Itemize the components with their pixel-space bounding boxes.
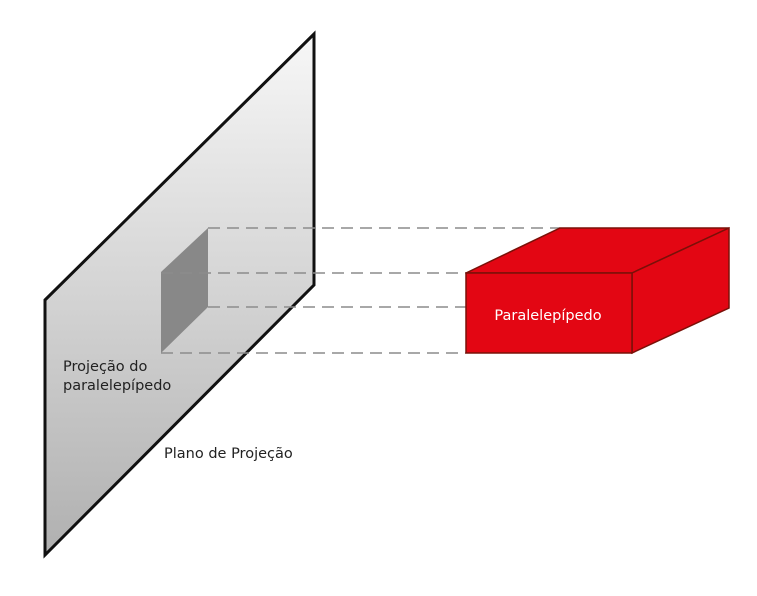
projected-shape	[161, 228, 208, 353]
projection-label-line2: paralelepípedo	[63, 378, 171, 394]
projection-label-line1: Projeção do	[63, 359, 147, 375]
parallelepiped	[465, 226, 730, 355]
box-front-face	[465, 272, 633, 354]
projection-lines	[161, 227, 560, 354]
plane-label: Plano de Projeção	[164, 446, 293, 462]
box-label: Paralelepípedo	[494, 308, 601, 324]
